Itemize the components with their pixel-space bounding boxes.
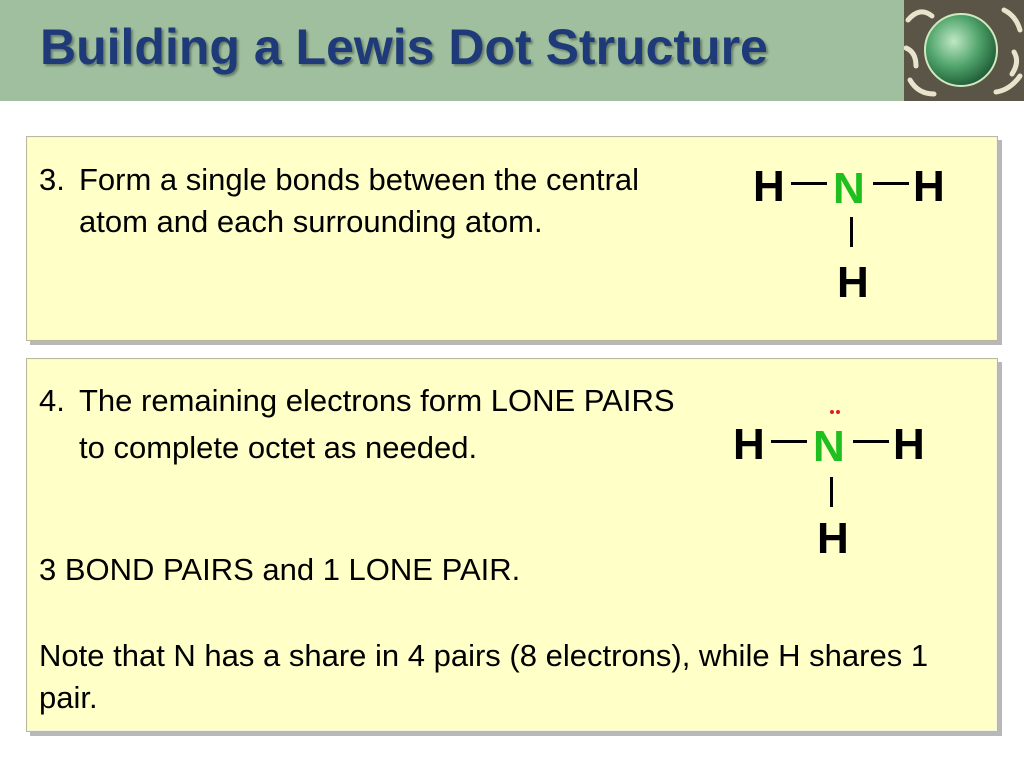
octet-note: Note that N has a share in 4 pairs (8 el… [39, 638, 929, 715]
microbe-image [904, 0, 1024, 101]
title-bar: Building a Lewis Dot Structure [0, 0, 1024, 101]
step-4-panel: 4. The remaining electrons form LONE PAI… [26, 358, 998, 732]
bond-left [791, 182, 827, 185]
nitrogen-center: N [813, 422, 845, 471]
step-3-text: Form a single bonds between the central … [79, 162, 640, 239]
hydrogen-right: H [913, 162, 945, 211]
ammonia-lewis-structure: H N H H [727, 397, 947, 567]
bond-right [853, 440, 889, 443]
bond-summary: 3 BOND PAIRS and 1 LONE PAIR. [39, 552, 521, 587]
step-4-text: The remaining electrons form LONE PAIRS … [79, 383, 675, 465]
hydrogen-bottom: H [837, 258, 869, 307]
slide-title: Building a Lewis Dot Structure [40, 19, 768, 75]
step-4: 4. The remaining electrons form LONE PAI… [39, 377, 689, 471]
bond-left [771, 440, 807, 443]
hydrogen-right: H [893, 420, 925, 469]
nitrogen-center: N [833, 164, 865, 213]
ammonia-bond-structure: H N H H [747, 157, 957, 307]
step-3-panel: 3. Form a single bonds between the centr… [26, 136, 998, 341]
bond-right [873, 182, 909, 185]
microbe-illustration [904, 0, 1024, 101]
step-3-number: 3. [39, 162, 65, 197]
bond-bottom [830, 477, 833, 507]
step-4-number: 4. [39, 383, 65, 418]
bond-bottom [850, 217, 853, 247]
hydrogen-left: H [753, 162, 785, 211]
step-3: 3. Form a single bonds between the centr… [39, 159, 699, 243]
hydrogen-left: H [733, 420, 765, 469]
lone-pair-dot-2 [836, 410, 840, 414]
lone-pair-dot-1 [830, 410, 834, 414]
hydrogen-bottom: H [817, 514, 849, 563]
